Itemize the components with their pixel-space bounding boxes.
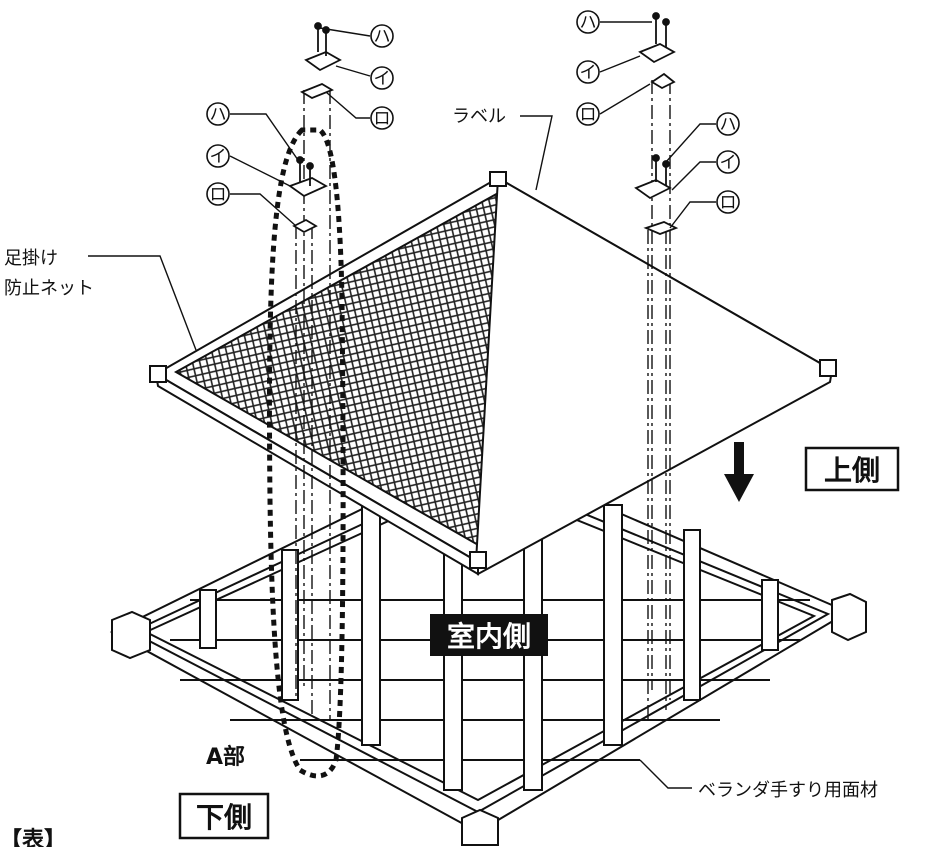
upper-side-box: 上側 (804, 446, 900, 492)
svg-text:ロ: ロ (720, 193, 737, 213)
svg-text:ロ: ロ (374, 109, 391, 129)
part-a-outline (266, 127, 346, 779)
marker-ro-4: ロ (716, 190, 740, 214)
bottom-heading: 【表】 (0, 828, 66, 847)
marker-ha-2: ハ (206, 102, 230, 126)
svg-text:イ: イ (580, 63, 597, 83)
svg-text:ハ: ハ (720, 115, 737, 135)
marker-i-4: イ (716, 150, 740, 174)
bracket-left-top (299, 22, 342, 100)
svg-text:ハ: ハ (210, 105, 227, 125)
marker-ro-3: ロ (576, 102, 600, 126)
lower-side-box: 下側 (178, 792, 270, 840)
indoor-side-box: 室内側 (430, 614, 548, 656)
anti-climb-net (149, 171, 837, 576)
net-label-line2: 防止ネット (4, 278, 94, 299)
marker-ro-1: ロ (370, 106, 394, 130)
svg-text:ハ: ハ (580, 13, 597, 33)
svg-text:イ: イ (210, 147, 227, 167)
marker-ha-4: ハ (716, 112, 740, 136)
marker-ro-2: ロ (206, 182, 230, 206)
svg-text:イ: イ (720, 153, 737, 173)
marker-i-3: イ (576, 60, 600, 84)
part-a-label: A部 (206, 744, 245, 770)
svg-text:室内側: 室内側 (447, 620, 531, 653)
net-label-line1: 足掛け (4, 248, 58, 269)
bracket-right-top (638, 12, 676, 90)
marker-ha-3: ハ (576, 10, 600, 34)
label-sticker-text: ラベル (452, 106, 506, 127)
callout-leaders (88, 21, 716, 789)
bracket-left-mid (288, 156, 328, 234)
part-markers: ハ イ ロ ハ イ ロ ハ イ ロ ハ イ ロ (206, 10, 740, 214)
marker-ha-1: ハ (370, 24, 394, 48)
marker-i-1: イ (370, 66, 394, 90)
railing-material-label: ベランダ手すり用面材 (698, 780, 878, 801)
svg-text:上側: 上側 (824, 454, 880, 487)
marker-i-2: イ (206, 144, 230, 168)
svg-text:ロ: ロ (210, 185, 227, 205)
down-arrow-icon (724, 442, 754, 502)
bracket-right-mid (634, 154, 679, 235)
svg-text:ハ: ハ (374, 27, 391, 47)
svg-text:ロ: ロ (580, 105, 597, 125)
svg-text:イ: イ (374, 69, 391, 89)
svg-text:下側: 下側 (196, 801, 252, 834)
